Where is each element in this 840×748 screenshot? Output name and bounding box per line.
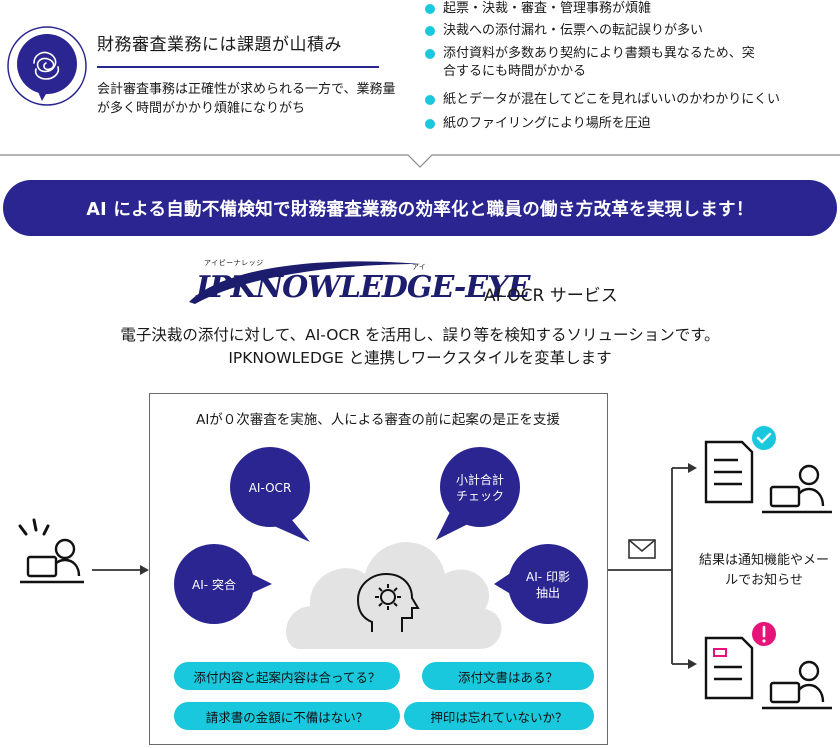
question-pill: 請求書の金額に不備はない？ — [174, 702, 400, 730]
problem-description: 会計審査事務は正確性が求められる一方で、業務量が多く時間がかかり煩雑になりがち — [97, 82, 396, 116]
document-check-icon — [704, 426, 776, 504]
bubble-ai-ocr: AI-OCR — [248, 481, 292, 495]
ai-review-panel: AIが０次審査を実施、人による審査の前に起案の是正を支援 AI-OCR 小計合計… — [149, 393, 608, 745]
problem-bullet: 添付資料が多数あり契約により書類も異なるため、突合するにも時間がかかる — [425, 45, 755, 81]
question-pill: 添付文書はある？ — [422, 662, 594, 690]
headline-banner: AI による自動不備検知で財務審査業務の効率化と職員の働き方改革を実現します！ — [3, 180, 837, 236]
lead-line: 電子決裁の添付に対して、AI-OCR を活用し、誤り等を検知するソリューションで… — [120, 326, 720, 344]
result-notification-text: 結果は通知機能やメールでお知らせ — [698, 553, 829, 588]
question-pill: 添付内容と起案内容は合ってる？ — [174, 662, 400, 690]
service-name: AI-OCR サービス — [484, 286, 618, 306]
lead-text: 電子決裁の添付に対して、AI-OCR を活用し、誤り等を検知するソリューションで… — [0, 324, 840, 370]
user-at-laptop-icon — [762, 660, 832, 710]
mail-icon — [628, 539, 656, 559]
problem-bullet: 起票・決裁・審査・管理事務が煩雑 — [425, 0, 837, 18]
user-at-laptop-icon — [762, 464, 832, 514]
lead-line: IPKNOWLEDGE と連携しワークスタイルを変革します — [228, 349, 612, 367]
problem-title-underline — [97, 66, 379, 68]
bubble-ai-matching: AI- 突合 — [192, 578, 236, 592]
section-divider — [0, 154, 840, 168]
logo-ruby-eye: アイ — [412, 263, 426, 271]
problem-bullet: 決裁への添付漏れ・伝票への転記誤りが多い — [425, 22, 837, 40]
question-pill: 押印は忘れていないか？ — [404, 702, 594, 730]
logo-swoosh — [189, 261, 421, 304]
ai-feature-bubbles — [174, 447, 588, 649]
panel-title: AIが０次審査を実施、人による審査の前に起案の是正を支援 — [196, 412, 560, 428]
document-alert-icon — [704, 622, 776, 700]
bubble-subtotal-check: 小計合計 チェック — [455, 473, 504, 503]
logo-ruby: アイピーナレッジ — [204, 259, 264, 267]
product-logo: IPKNOWLEDGE-EYE — [196, 270, 531, 305]
tangled-thought-icon — [7, 26, 87, 106]
cloud-shape — [286, 542, 502, 649]
bubble-ai-seal-extraction: AI- 印影 抽出 — [526, 570, 570, 600]
brain-gear-icon — [356, 572, 420, 632]
problem-bullet: 紙のファイリングにより場所を圧迫 — [425, 115, 837, 133]
problem-title: 財務審査業務には課題が山積み — [97, 35, 342, 55]
problem-bullet: 紙とデータが混在してどこを見ればいいのかわかりにくい — [425, 91, 837, 109]
flow-diagram — [18, 426, 832, 710]
worried-user-icon — [18, 518, 84, 584]
